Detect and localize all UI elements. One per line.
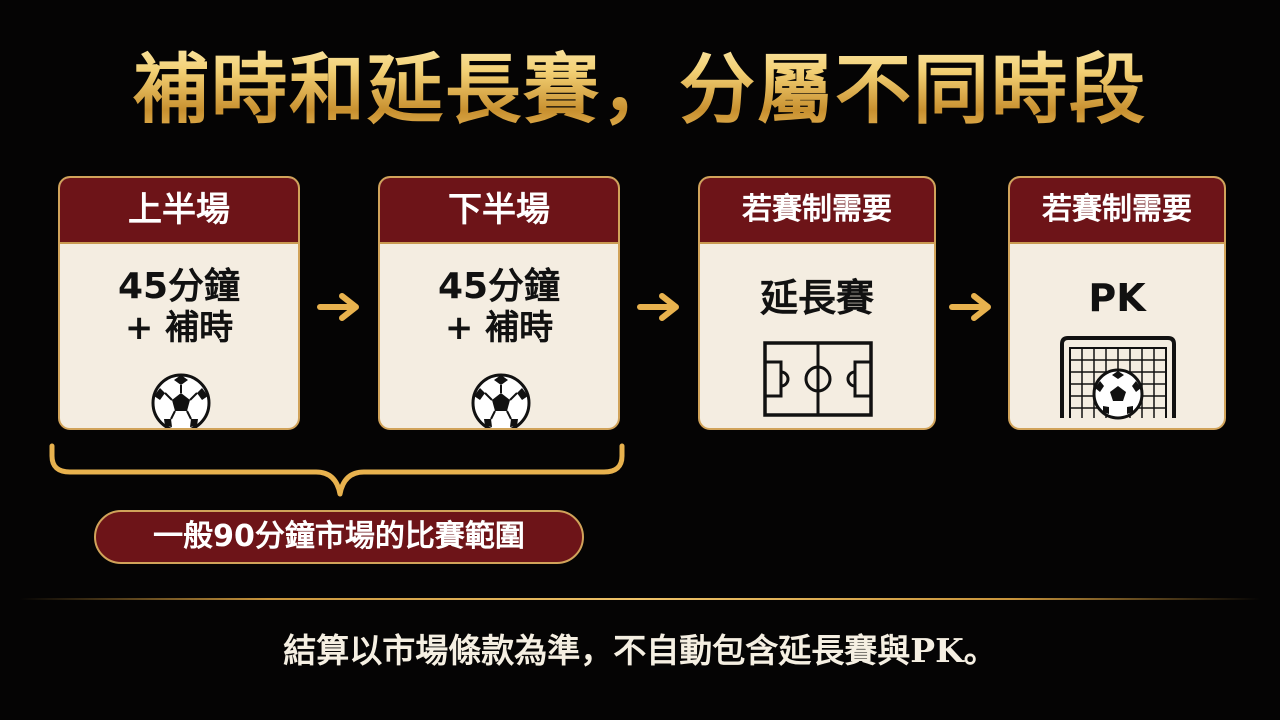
divider — [20, 598, 1260, 600]
card-header: 若賽制需要 — [1010, 178, 1224, 244]
arrow-right-icon — [317, 293, 359, 321]
card-title: PK — [1088, 276, 1146, 320]
arrow-right-icon — [949, 293, 991, 321]
card-header: 上半場 — [60, 178, 298, 244]
card-penalty-kicks: 若賽制需要 PK — [1008, 176, 1226, 430]
goal-net-icon — [1060, 336, 1176, 420]
footer-note: 結算以市場條款為準，不自動包含延長賽與PK。 — [283, 631, 997, 670]
card-duration: 45分鐘 — [437, 266, 561, 307]
page-title: 補時和延長賽，分屬不同時段 — [0, 28, 1280, 138]
card-duration: 45分鐘 — [117, 266, 241, 307]
card-header: 若賽制需要 — [700, 178, 934, 244]
arrow-right-icon — [637, 293, 679, 321]
soccer-ball-icon — [151, 373, 211, 428]
card-extra-time: 若賽制需要 延長賽 — [698, 176, 936, 430]
soccer-ball-icon — [471, 373, 531, 428]
card-second-half: 下半場 45分鐘 + 補時 — [378, 176, 620, 430]
card-title: 延長賽 — [759, 276, 874, 320]
card-first-half: 上半場 45分鐘 + 補時 — [58, 176, 300, 430]
card-extra: + 補時 — [124, 308, 234, 348]
soccer-field-icon — [763, 341, 873, 417]
card-header: 下半場 — [380, 178, 618, 244]
card-extra: + 補時 — [444, 308, 554, 348]
bracket-label: 一般90分鐘市場的比賽範圍 — [94, 510, 584, 564]
bracket-brace — [49, 443, 625, 497]
